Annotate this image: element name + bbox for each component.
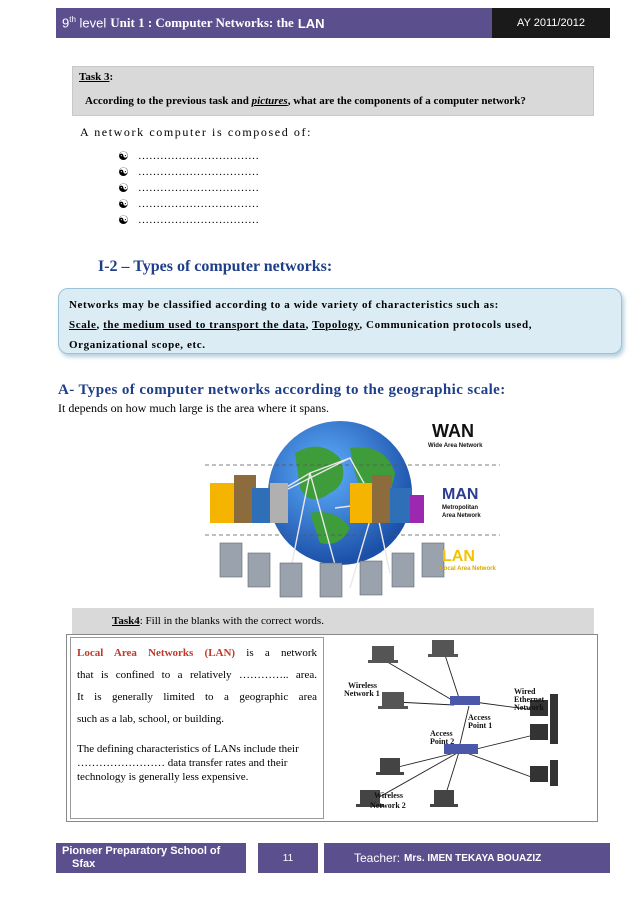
label-point-2: Point 2 xyxy=(430,737,454,746)
laptop-icons xyxy=(368,640,458,709)
lan-label: LAN xyxy=(442,548,475,565)
note-line2: Scale, the medium used to transport the … xyxy=(69,319,533,351)
computer-icons xyxy=(356,758,458,807)
task3-colon: : xyxy=(109,71,114,83)
list-item: ☯…………………………… xyxy=(118,197,259,211)
wan-sublabel: Wide Area Network xyxy=(428,443,483,449)
access-point-1-icon xyxy=(450,696,480,705)
lan-characteristics: The defining characteristics of LANs inc… xyxy=(77,743,299,783)
header-year: AY 2011/2012 xyxy=(492,8,610,38)
task4-bar: Task4: Fill in the blanks with the corre… xyxy=(72,608,594,634)
label-wireless-2: Wireless xyxy=(374,791,403,800)
label-network-2: Network 2 xyxy=(370,801,406,810)
access-point-2-icon xyxy=(444,744,478,754)
task4-label: Task4 xyxy=(112,615,140,627)
wan-label: WAN xyxy=(432,421,474,441)
list-item: ☯…………………………… xyxy=(118,181,259,195)
task3-label: Task 3 xyxy=(79,71,110,83)
desktop-icons xyxy=(530,694,558,786)
list-item: ☯…………………………… xyxy=(118,149,259,163)
task3-box: Task 3: According to the previous task a… xyxy=(72,66,594,116)
lan-line4: such as a lab, school, or building. xyxy=(77,713,224,725)
label-access-2: Access xyxy=(430,729,453,738)
label-access-1: Access xyxy=(468,713,491,722)
yin-yang-icon: ☯ xyxy=(118,149,129,163)
header-title: 9th level Unit 1 : Computer Networks: th… xyxy=(56,8,492,38)
lan-section-frame xyxy=(66,634,598,822)
header-unit-lan: LAN xyxy=(297,15,325,31)
yin-yang-icon: ☯ xyxy=(118,165,129,179)
depends-text: It depends on how much large is the area… xyxy=(58,401,330,415)
list-item: ☯…………………………… xyxy=(118,165,259,179)
lan-diagram-figure: Wireless Network 1 Access Point 1 Wired … xyxy=(344,640,558,810)
task4-text: : Fill in the blanks with the correct wo… xyxy=(139,615,324,627)
footer-school: Pioneer Preparatory School of Sfax xyxy=(56,843,246,873)
label-network: Network xyxy=(514,703,544,712)
classification-note: Networks may be classified according to … xyxy=(58,288,622,354)
blank-list: ☯…………………………… ☯…………………………… ☯…………………………… ☯… xyxy=(118,148,259,228)
man-label: MAN xyxy=(442,486,478,503)
list-item: ☯…………………………… xyxy=(118,213,259,227)
composed-text: A network computer is composed of: xyxy=(80,125,313,139)
yin-yang-icon: ☯ xyxy=(118,197,129,211)
yin-yang-icon: ☯ xyxy=(118,213,129,227)
building-icons xyxy=(210,475,424,523)
lan-line3: It is generally limited to a geographic … xyxy=(77,691,317,703)
page-header: 9th level Unit 1 : Computer Networks: th… xyxy=(56,8,610,38)
page-footer: Pioneer Preparatory School of Sfax 11 Te… xyxy=(56,843,610,873)
lan-definition: Local Area Networks (LAN) is a network t… xyxy=(70,637,324,819)
label-wireless-1: Wireless xyxy=(348,681,377,690)
section-heading-types: I-2 – Types of computer networks: xyxy=(98,258,333,275)
lan-line2: that is confined to a relatively ………….. … xyxy=(77,669,317,681)
label-ethernet: Ethernet xyxy=(514,695,545,704)
label-wired: Wired xyxy=(514,687,536,696)
lan-line1: Local Area Networks (LAN) is a network xyxy=(77,647,317,659)
server-icons xyxy=(219,542,445,598)
header-level: 9th level xyxy=(62,15,107,31)
yin-yang-icon: ☯ xyxy=(118,181,129,195)
note-line1: Networks may be classified according to … xyxy=(69,299,499,311)
section-heading-geographic: A- Types of computer networks according … xyxy=(58,382,506,398)
man-sublabel-1: Metropolitan xyxy=(442,505,478,511)
label-point-1: Point 1 xyxy=(468,721,492,730)
man-sublabel-2: Area Network xyxy=(442,513,481,519)
page-number: 11 xyxy=(258,843,318,873)
lan-sublabel: Local Area Network xyxy=(440,566,496,572)
label-network-1: Network 1 xyxy=(344,689,380,698)
network-scale-figure: WAN Wide Area Network MAN Metropolitan A… xyxy=(205,421,500,598)
task3-question: According to the previous task and pictu… xyxy=(85,95,526,107)
footer-teacher: Teacher:Mrs. IMEN TEKAYA BOUAZIZ xyxy=(324,843,610,873)
header-unit: Unit 1 : Computer Networks: the xyxy=(110,15,294,30)
